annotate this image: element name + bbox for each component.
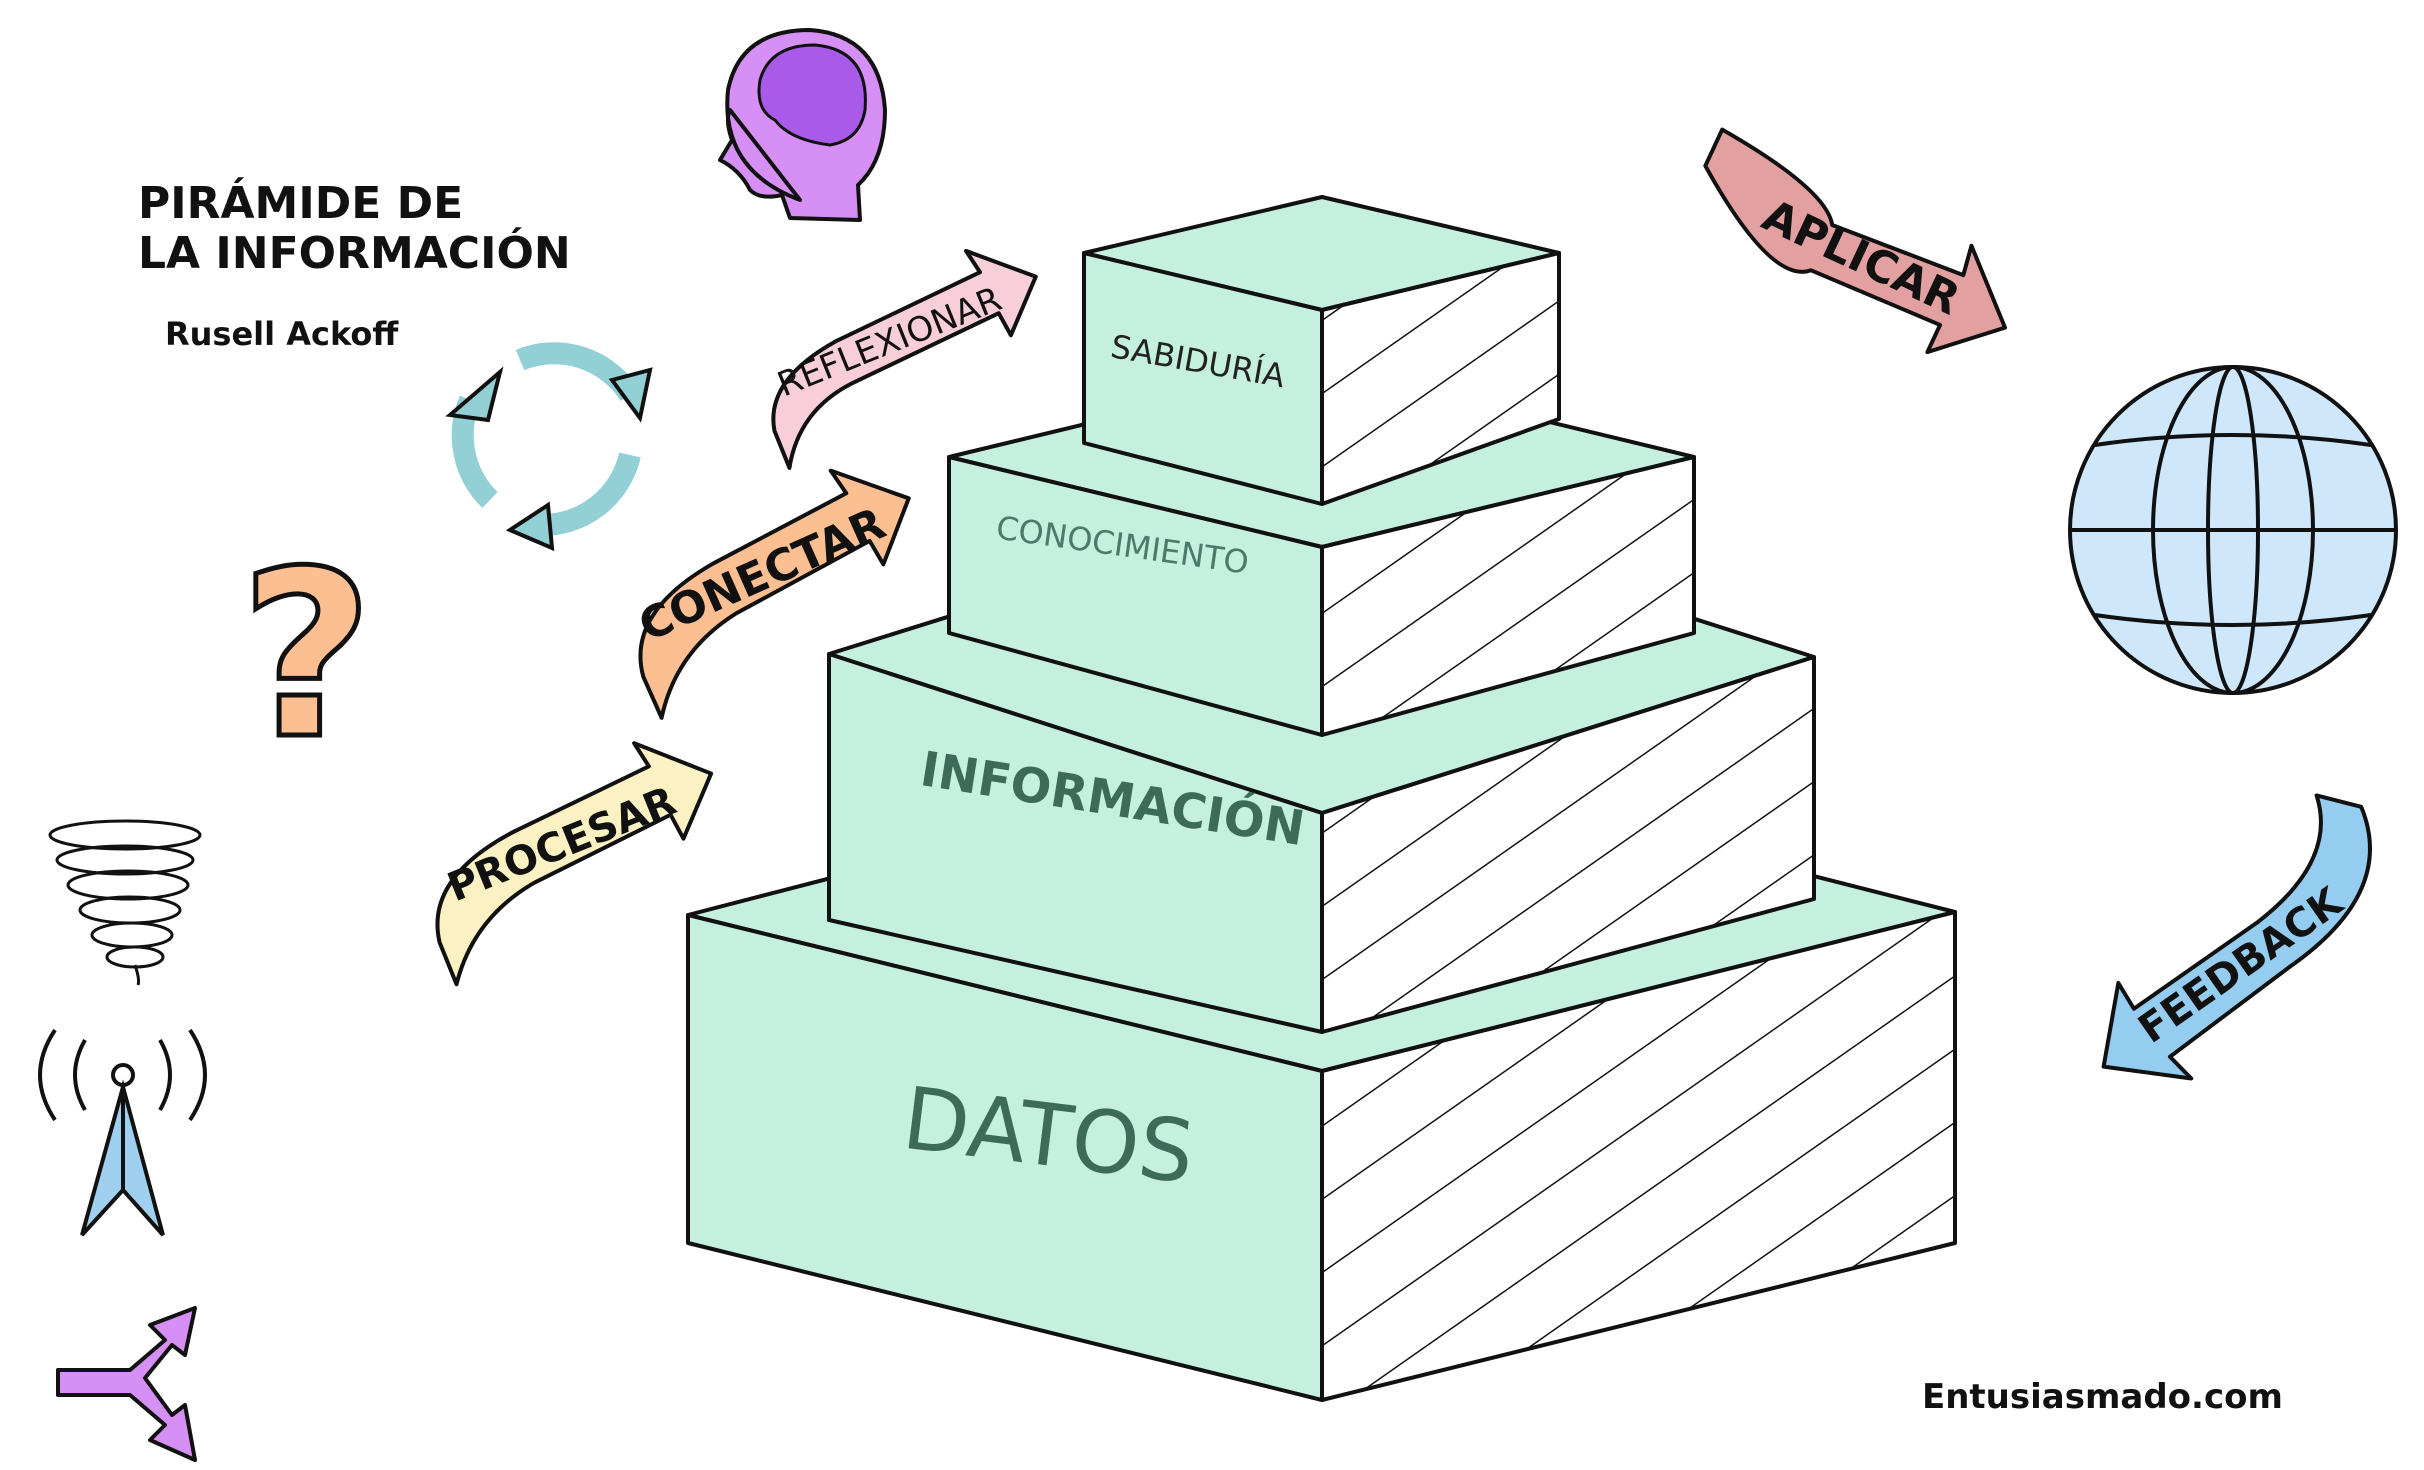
antenna-icon — [38, 1028, 207, 1237]
refresh-cycle-icon — [445, 342, 653, 552]
arrow-aplicar: APLICAR — [1703, 127, 2008, 355]
arrow-label: CONECTAR — [632, 498, 893, 652]
tornado-icon — [48, 819, 202, 986]
title-line-1: PIRÁMIDE DE — [138, 176, 463, 229]
title-line-2: LA INFORMACIÓN — [138, 226, 571, 279]
arrow-label: REFLEXIONAR — [772, 279, 1007, 405]
box-sabiduria — [1082, 195, 1561, 506]
author: Rusell Ackoff — [165, 315, 399, 353]
head-icon — [718, 28, 887, 222]
globe-icon — [2068, 365, 2398, 695]
arrow-label: PROCESAR — [441, 778, 682, 911]
footer-site: Entusiasmado.com — [1922, 1377, 2283, 1417]
arrow-feedback: FEEDBACK — [2101, 793, 2372, 1081]
split-arrow-icon — [56, 1306, 197, 1462]
question-mark-icon: ? — [240, 523, 373, 790]
arrow-reflexionar: REFLEXIONAR — [771, 248, 1038, 470]
arrow-label: FEEDBACK — [2130, 878, 2352, 1053]
